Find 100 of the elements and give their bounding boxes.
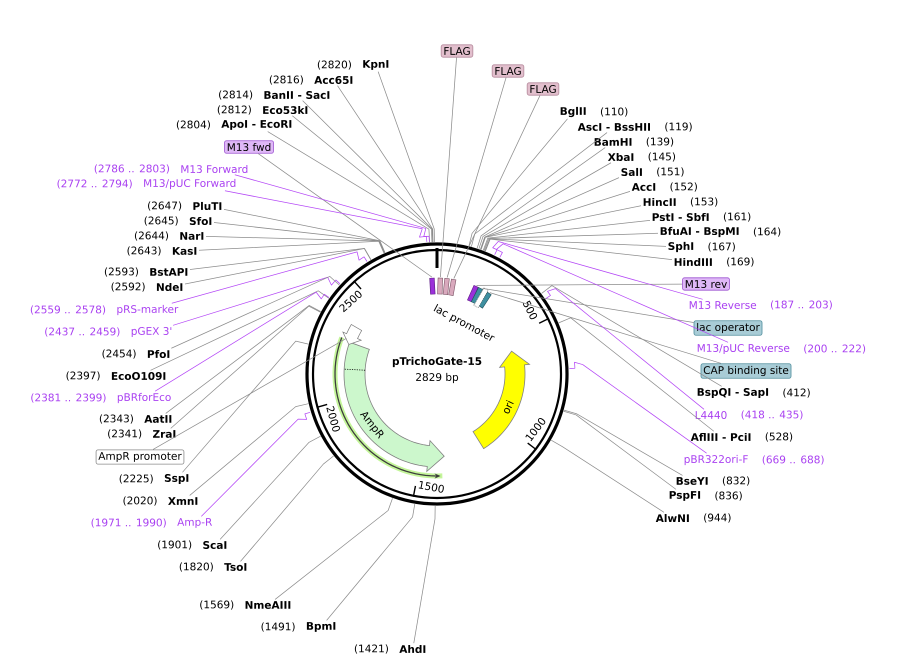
feature-box: FLAG (492, 64, 524, 78)
position-label: (2343) (100, 414, 133, 424)
promoter-arrow (342, 324, 362, 345)
position-label: (200 .. 222) (804, 344, 866, 354)
leader-line (258, 153, 432, 278)
enzyme-label: AflIII - PciI (690, 432, 750, 442)
position-label: (836) (715, 491, 742, 501)
enzyme-label: PstI - SbfI (652, 212, 709, 222)
position-label: (2812) (218, 105, 251, 115)
enzyme-label: AlwNI (656, 514, 689, 522)
feature-box: FLAG (440, 44, 474, 58)
enzyme-label: SspI (164, 474, 188, 484)
leader-line (453, 95, 540, 279)
enzyme-label: ScaI (203, 541, 226, 549)
leader-line (184, 248, 372, 284)
leader-line (234, 174, 430, 242)
leader-line (182, 340, 309, 473)
leader-line (446, 77, 506, 278)
leader-line (337, 85, 434, 242)
position-label: (1901) (158, 540, 192, 550)
leader-line (541, 285, 722, 387)
leader-line (267, 131, 430, 243)
position-label: (119) (665, 122, 692, 132)
position-label: (2454) (102, 349, 136, 359)
feature-box: AmpR promoter (96, 449, 184, 465)
scale-label: 500 (522, 300, 538, 320)
position-label: (2341) (108, 429, 142, 439)
position-label: (2592) (112, 282, 145, 292)
feature-box: CAP binding site (700, 363, 792, 379)
leader-line (326, 504, 416, 621)
position-label: (167) (708, 242, 735, 252)
position-label: (412) (783, 388, 810, 398)
enzyme-label: XmnI (168, 497, 198, 505)
position-label: (2804) (176, 120, 210, 130)
primer-label: pRS-marker (117, 304, 178, 316)
leader-line (224, 190, 428, 242)
position-label: (1569) (200, 600, 234, 610)
enzyme-label: BglII (560, 106, 586, 118)
leader-line (189, 403, 309, 496)
position-label: (2644) (134, 231, 168, 241)
position-label: (418 .. 435) (742, 410, 802, 420)
feature-box: lac operator (694, 320, 762, 336)
leader-line (170, 306, 321, 429)
position-label: (1421) (354, 644, 388, 654)
enzyme-label: SalI (621, 168, 642, 176)
enzyme-label: HindIII (674, 258, 712, 266)
enzyme-label: SphI (668, 242, 694, 252)
leader-line (170, 276, 340, 349)
feature-box: M13 rev (682, 277, 730, 291)
enzyme-label: BanII - SacI (264, 91, 330, 99)
primer-label: pBRforEco (118, 392, 171, 404)
primer-label: pGEX 3' (132, 327, 172, 337)
enzyme-label: NarI (180, 232, 204, 240)
leader-line (468, 118, 568, 246)
enzyme-label: AscI - BssHII (578, 123, 650, 131)
leader-line (413, 506, 436, 644)
enzyme-label: BamHI (594, 138, 632, 146)
position-label: (2559 .. 2578) (30, 305, 106, 315)
leader-line (482, 220, 650, 251)
position-label: (139) (646, 137, 674, 147)
enzyme-label: PspFI (670, 491, 700, 501)
leader-line (484, 238, 666, 252)
scale-label: 2000 (326, 406, 340, 432)
position-label: (2643) (128, 246, 161, 256)
leader-line (478, 162, 612, 250)
enzyme-label: HincII (644, 198, 676, 206)
enzyme-label: BstAPI (150, 268, 188, 276)
enzyme-label: BfuAI - BspMI (660, 226, 739, 238)
feature-box: FLAG (526, 82, 560, 96)
leader-line (476, 284, 683, 286)
position-label: (669 .. 688) (762, 455, 824, 465)
leader-line (569, 362, 707, 454)
position-label: (2772 .. 2794) (58, 179, 132, 189)
leader-line (165, 305, 322, 414)
scale-label: 1500 (418, 481, 444, 493)
primer-label: M13/pUC Forward (144, 178, 236, 190)
leader-line (198, 240, 384, 254)
position-label: (1820) (180, 562, 213, 572)
position-label: (944) (704, 513, 731, 523)
position-label: (164) (754, 227, 780, 237)
enzyme-label: AccI (632, 183, 656, 191)
position-label: (2381 .. 2399) (31, 393, 106, 403)
leader-line (563, 410, 676, 490)
leader-line (378, 71, 435, 242)
position-label: (2397) (66, 371, 100, 381)
position-label: (2645) (144, 216, 178, 226)
primer-label: M13 Reverse (690, 301, 756, 309)
position-label: (2593) (104, 267, 138, 277)
position-label: (187 .. 203) (770, 300, 832, 310)
leader-line (190, 248, 372, 270)
leader-line (489, 292, 722, 364)
leader-line (471, 132, 608, 247)
leader-line (496, 243, 728, 343)
position-label: (832) (722, 476, 750, 486)
leader-line (440, 57, 457, 278)
enzyme-label: Acc65I (314, 76, 352, 84)
leader-line (492, 241, 704, 300)
leader-line (476, 147, 606, 249)
leader-line (480, 191, 630, 250)
enzyme-label: PluTI (193, 202, 222, 210)
